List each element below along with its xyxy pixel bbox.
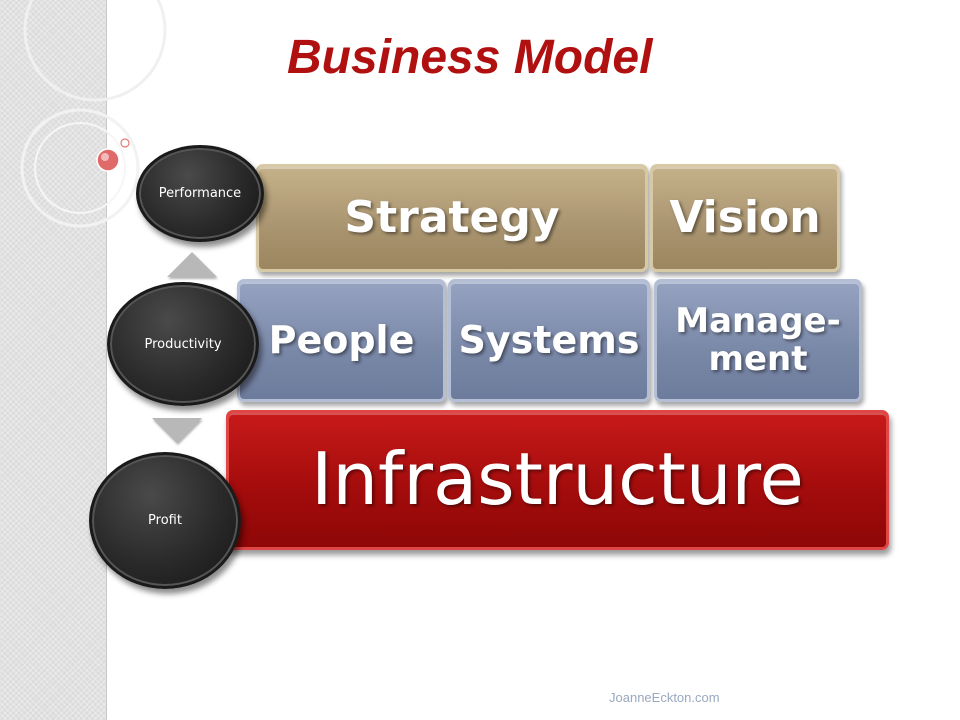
management-block: Manage- ment — [654, 279, 862, 402]
footer-credit: JoanneEckton.com — [609, 690, 720, 705]
arrow-down-icon — [152, 418, 202, 443]
vision-label: Vision — [669, 191, 821, 243]
people-label: People — [268, 317, 415, 362]
strategy-block: Strategy — [256, 164, 648, 272]
performance-circle: Performance — [136, 145, 264, 242]
systems-block: Systems — [448, 279, 650, 402]
management-label-line1: Manage- — [675, 301, 841, 342]
decorative-side-strip — [0, 0, 107, 720]
profit-label: Profit — [148, 513, 182, 528]
infrastructure-block: Infrastructure — [226, 410, 889, 550]
people-block: People — [237, 279, 446, 402]
productivity-circle: Productivity — [107, 282, 259, 406]
infrastructure-label: Infrastructure — [311, 437, 804, 522]
management-label-line2: ment — [708, 338, 808, 379]
arrow-up-icon — [167, 252, 217, 277]
profit-circle: Profit — [89, 452, 241, 589]
vision-block: Vision — [650, 164, 840, 272]
slide-title: Business Model — [287, 31, 653, 84]
productivity-label: Productivity — [144, 336, 222, 352]
performance-label: Performance — [158, 186, 242, 201]
strategy-label: Strategy — [344, 191, 560, 243]
systems-label: Systems — [458, 317, 640, 362]
decorative-circles — [20, 0, 167, 228]
